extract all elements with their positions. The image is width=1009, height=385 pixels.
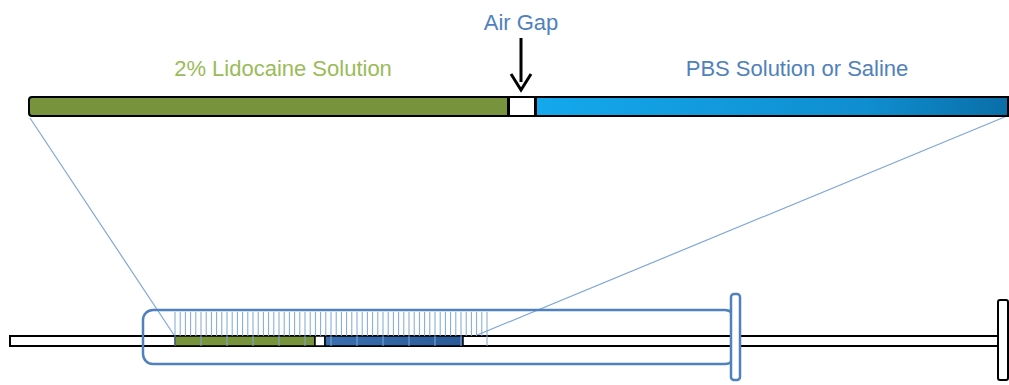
band-label: PBS Solution or Saline bbox=[686, 56, 909, 82]
air-gap-box: Air Gap bbox=[508, 96, 536, 117]
scale-tick bbox=[294, 312, 295, 336]
scale-tick bbox=[455, 312, 456, 336]
scale-tick bbox=[253, 312, 254, 346]
scale-tick bbox=[424, 312, 425, 336]
scale-tick bbox=[263, 312, 264, 336]
scale-tick bbox=[227, 312, 228, 346]
pointer-arrow bbox=[520, 38, 523, 82]
scale-tick bbox=[175, 312, 176, 346]
scale-tick bbox=[388, 312, 389, 336]
scale-tick bbox=[476, 312, 477, 336]
scale-tick bbox=[419, 312, 420, 336]
scale-tick bbox=[481, 312, 482, 336]
scale-tick bbox=[403, 312, 404, 336]
band-label: Air Gap bbox=[484, 10, 559, 36]
scale-tick bbox=[346, 312, 347, 336]
scale-tick bbox=[445, 312, 446, 336]
scale-tick bbox=[279, 312, 280, 346]
scale-tick bbox=[268, 312, 269, 336]
arrow-head bbox=[511, 74, 531, 90]
scale-tick bbox=[398, 312, 399, 336]
scale-tick bbox=[351, 312, 352, 336]
scale-tick bbox=[299, 312, 300, 336]
scale-tick bbox=[331, 312, 332, 346]
scale-tick bbox=[461, 312, 462, 346]
scale-tick bbox=[341, 312, 342, 336]
scale-tick bbox=[289, 312, 290, 336]
scale-tick bbox=[211, 312, 212, 336]
scale-tick bbox=[206, 312, 207, 336]
scale-tick bbox=[450, 312, 451, 336]
scale-tick bbox=[383, 312, 384, 346]
scale-tick bbox=[185, 312, 186, 336]
scale-tick bbox=[440, 312, 441, 336]
scale-tick bbox=[305, 312, 306, 346]
scale-tick bbox=[320, 312, 321, 336]
saline-fill bbox=[325, 336, 463, 346]
scale-tick bbox=[357, 312, 358, 346]
lidocaine-band: 2% Lidocaine Solution bbox=[28, 96, 509, 117]
air-gap-fill bbox=[315, 336, 325, 346]
scale-tick bbox=[315, 312, 316, 336]
scale-tick bbox=[471, 312, 472, 336]
scale-tick bbox=[201, 312, 202, 346]
scale-tick bbox=[310, 312, 311, 336]
scale-tick bbox=[362, 312, 363, 336]
scale-tick bbox=[190, 312, 191, 336]
scale-tick bbox=[232, 312, 233, 336]
scale-tick bbox=[195, 312, 196, 336]
scale-tick bbox=[336, 312, 337, 336]
plunger-rod bbox=[10, 336, 1005, 346]
scale-tick bbox=[180, 312, 181, 336]
scale-tick bbox=[372, 312, 373, 336]
scale-tick bbox=[414, 312, 415, 336]
scale-tick bbox=[216, 312, 217, 336]
scale-tick bbox=[247, 312, 248, 336]
plunger-head bbox=[998, 300, 1008, 380]
lidocaine-fill bbox=[175, 336, 315, 346]
barrel-flange bbox=[731, 294, 740, 380]
scale-tick bbox=[325, 312, 326, 336]
scale-tick bbox=[221, 312, 222, 336]
scale-tick bbox=[429, 312, 430, 336]
syringe-barrel bbox=[143, 310, 735, 364]
scale-tick bbox=[242, 312, 243, 336]
scale-tick bbox=[409, 312, 410, 346]
scale-tick bbox=[237, 312, 238, 336]
scale-ticks bbox=[175, 312, 487, 346]
scale-tick bbox=[393, 312, 394, 336]
band-label: 2% Lidocaine Solution bbox=[174, 56, 392, 82]
scale-tick bbox=[377, 312, 378, 336]
scale-tick bbox=[367, 312, 368, 336]
scale-tick bbox=[258, 312, 259, 336]
scale-tick bbox=[466, 312, 467, 336]
scale-tick bbox=[273, 312, 274, 336]
scale-tick bbox=[284, 312, 285, 336]
zoom-line bbox=[30, 118, 176, 338]
scale-tick bbox=[487, 312, 488, 346]
scale-tick bbox=[435, 312, 436, 346]
saline-band: PBS Solution or Saline bbox=[535, 96, 1009, 117]
